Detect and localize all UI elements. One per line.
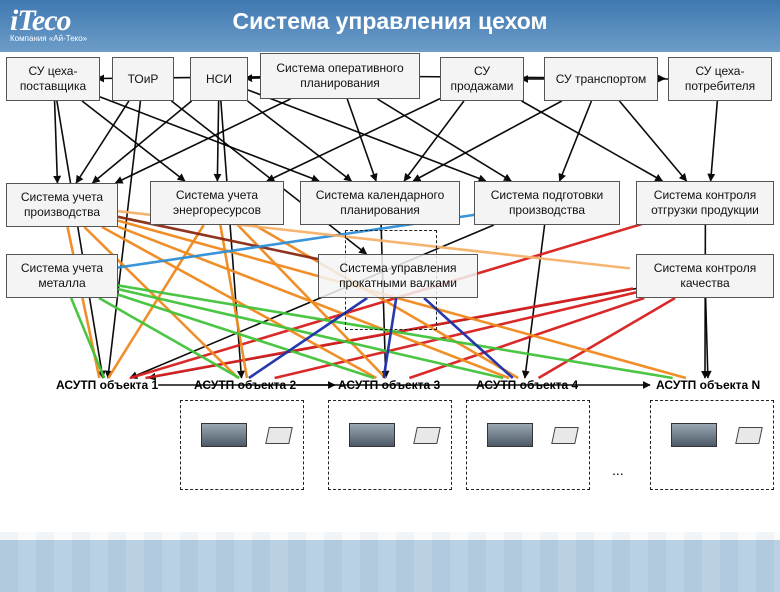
connection-nsi-energy [217,101,218,181]
connection-transport-shipping [619,101,686,181]
node-label: НСИ [206,72,232,87]
node-label: СУ транспортом [556,72,647,87]
asutp-object-3: АСУТП объекта 3 [338,378,440,392]
node-su-supplier: СУ цеха-поставщика [6,57,100,101]
node-label: СУ цеха-потребителя [671,64,769,94]
node-quality-control: Система контроля качества [636,254,774,298]
node-transport: СУ транспортом [544,57,658,101]
monitor-icon [413,427,441,444]
node-label: Система контроля отгрузки продукции [639,188,771,218]
node-operational-planning: Система оперативного планирования [260,53,420,99]
more-objects-ellipsis: ... [612,462,624,478]
node-label: Система учета металла [9,261,115,291]
node-label: Система управления прокатными валками [321,261,475,291]
equipment-frame-4 [466,400,590,490]
node-toir: ТОиР [112,57,174,101]
node-label: ТОиР [128,72,159,87]
node-label: Система оперативного планирования [263,61,417,91]
connection-op_plan-prod_acc [115,99,290,183]
asutp-object-1: АСУТП объекта 1 [56,378,158,392]
node-metal-accounting: Система учета металла [6,254,118,298]
background-pattern [0,532,780,592]
node-label: Система календарного планирования [303,188,457,218]
node-production-preparation: Система подготовки производства [474,181,620,225]
controller-device-icon [349,423,395,447]
node-label: СУ цеха-поставщика [9,64,97,94]
node-label: Система подготовки производства [477,188,617,218]
connection-nsi-cal_plan [248,101,352,181]
node-label: Система учета энергоресурсов [153,188,281,218]
node-label: Система контроля качества [639,261,771,291]
connection-su_supplier-prod_acc [55,101,58,183]
node-su-consumer: СУ цеха-потребителя [668,57,772,101]
node-sales: СУ продажами [440,57,524,101]
node-label: СУ продажами [443,64,521,94]
equipment-frame-2 [180,400,304,490]
connection-transport-cal_plan [413,101,562,181]
monitor-icon [551,427,579,444]
connection-metal-a1 [71,298,104,378]
monitor-icon [735,427,763,444]
connection-op_plan-prep [377,99,511,181]
connection-su_supplier-energy [82,101,185,181]
connection-toir-prod_acc [76,101,129,183]
node-label: Система учета производства [9,190,115,220]
controller-device-icon [671,423,717,447]
node-shipping-control: Система контроля отгрузки продукции [636,181,774,225]
connection-a2-quality [275,292,636,378]
node-roll-management: Система управления прокатными валками [318,254,478,298]
controller-device-icon [201,423,247,447]
connection-sales-shipping [522,101,663,181]
monitor-icon [265,427,293,444]
node-nsi: НСИ [190,57,248,101]
asutp-object-2: АСУТП объекта 2 [194,378,296,392]
node-calendar-planning: Система календарного планирования [300,181,460,225]
connection-quality-aN [706,298,708,378]
equipment-frame-3 [328,400,452,490]
asutp-object-4: АСУТП объекта 4 [476,378,578,392]
asutp-object-n: АСУТП объекта N [656,378,760,392]
connection-transport-prep [560,101,592,181]
equipment-frame-n [650,400,774,490]
connection-su_consumer-shipping [711,101,718,181]
node-energy-accounting: Система учета энергоресурсов [150,181,284,225]
slide: iTeco Компания «Ай-Теко» Система управле… [0,0,780,540]
node-production-accounting: Система учета производства [6,183,118,227]
controller-device-icon [487,423,533,447]
